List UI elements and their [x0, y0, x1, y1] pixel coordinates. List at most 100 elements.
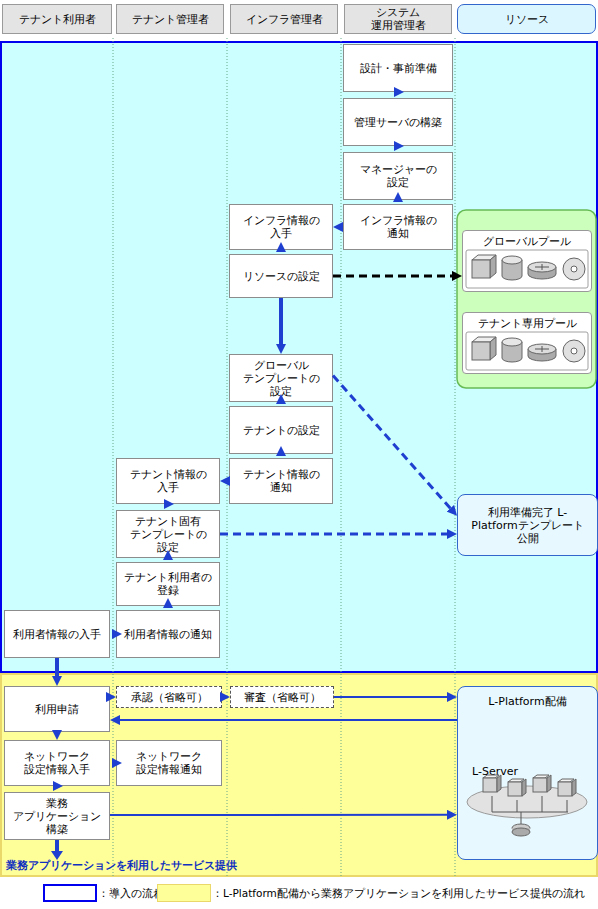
flow-arrow: [279, 298, 283, 348]
pool-container: [457, 210, 596, 388]
service-band: [1, 674, 597, 876]
server-symbol: [472, 342, 490, 360]
lane-divider: [227, 38, 228, 876]
wire: [521, 812, 522, 824]
flow-arrow: [110, 814, 451, 816]
node-text: システム 運用管理者: [368, 6, 428, 32]
node-text: 設計・事前準備: [360, 62, 437, 75]
node-text: テナント専用プール: [478, 317, 577, 330]
process-box: ネットワーク 設定情報通知: [116, 740, 222, 786]
disk-symbol: [502, 338, 522, 346]
lane-header: インフラ管理者: [230, 4, 338, 34]
node-text: リソース: [505, 13, 549, 26]
node-text: 業務 アプリケーション 構築: [11, 797, 103, 836]
flow-arrow: [333, 274, 456, 277]
disk-symbol: [502, 260, 522, 280]
wire: [542, 796, 543, 812]
server-symbol: [522, 779, 526, 796]
flow-arrow: [339, 226, 343, 228]
media-symbol: [563, 258, 585, 280]
server-symbol: [508, 782, 522, 796]
lane-header: システム 運用管理者: [344, 4, 452, 34]
lane-header: リソース: [457, 4, 596, 34]
server-symbol: [472, 260, 490, 278]
node-text: テナント管理者: [132, 13, 209, 26]
legend-swatch: [157, 884, 211, 902]
server-symbol: [558, 782, 572, 796]
process-box: グローバル テンプレートの 設定: [229, 354, 333, 402]
flow-arrow: [222, 696, 224, 698]
node-text: リソースの設定: [243, 270, 320, 283]
server-symbol: [547, 775, 551, 792]
node-text: インフラ管理者: [246, 13, 323, 26]
flow-arrow: [226, 480, 229, 482]
resource-box: 利用準備完了 L-Platformテンプレート 公開: [457, 494, 598, 556]
media-symbol: [571, 348, 577, 354]
process-box: リソースの設定: [229, 254, 333, 298]
process-box: テナント情報の 入手: [116, 458, 220, 504]
flow-arrow: [333, 376, 453, 512]
setup-band: [1, 42, 597, 672]
process-box: テナントの設定: [229, 406, 333, 454]
node-text: テナントの設定: [243, 424, 320, 437]
switch-symbol: [528, 344, 556, 354]
wire: [492, 796, 493, 812]
flow-arrow: [280, 400, 283, 402]
switch-symbol: [528, 349, 556, 361]
icon-panel: [466, 250, 588, 288]
switch-symbol: [512, 828, 530, 836]
server-symbol: [572, 779, 576, 796]
flow-arrow: [56, 732, 59, 734]
node-text: 承認（省略可）: [131, 691, 208, 704]
wire: [567, 800, 568, 812]
lane-divider: [341, 38, 342, 876]
process-box: インフラ情報の 入手: [229, 204, 333, 250]
disk-symbol: [502, 260, 522, 276]
process-box: 設計・事前準備: [343, 44, 453, 92]
node-text: 利用申請: [35, 703, 79, 716]
process-box: テナント情報の 通知: [229, 458, 333, 504]
resource-icons: [466, 332, 588, 370]
node-text: L-Platform配備: [488, 695, 566, 708]
server-symbol: [483, 778, 497, 792]
lane-divider: [455, 38, 456, 876]
node-text: ネットワーク 設定情報通知: [133, 750, 205, 776]
node-text: テナント情報の 入手: [127, 468, 209, 494]
arrow-head: [51, 851, 63, 860]
node-text: インフラ情報の 入手: [240, 214, 322, 240]
server-symbol: [533, 778, 547, 792]
icon-panel: [466, 332, 588, 370]
flow-arrow: [397, 198, 400, 200]
switch-symbol: [535, 264, 549, 270]
disk-symbol: [502, 256, 522, 264]
wires: [492, 796, 568, 824]
legend-swatch: [43, 884, 97, 902]
platform-disc: [467, 786, 587, 818]
legend-text: ：L-Platform配備から業務アプリケーションを利用したサービス提供の流れ: [212, 884, 585, 902]
server-group: [483, 775, 576, 796]
media-symbol: [563, 340, 585, 362]
node-text: グローバル テンプレートの 設定: [240, 359, 322, 398]
pool-icons: [466, 250, 588, 370]
flow-arrow: [167, 604, 170, 606]
flow-arrow: [55, 840, 59, 852]
node-text: 利用者情報の入手: [13, 628, 101, 641]
process-box: 業務 アプリケーション 構築: [4, 792, 110, 840]
switch-symbol: [535, 346, 549, 352]
band-caption: 業務アプリケーションを利用したサービス提供: [6, 858, 237, 873]
legend-text: ：導入の流れ: [98, 884, 164, 902]
process-box: 利用者情報の入手: [4, 610, 110, 658]
node-text: ネットワーク 設定情報入手: [21, 750, 93, 776]
server-symbol: [472, 255, 496, 260]
node-text: 利用者情報の通知: [124, 628, 212, 641]
node-text: テナント利用者の 登録: [122, 571, 214, 597]
resource-box: L-Platform配備L-Server: [457, 686, 598, 860]
switch-symbol: [528, 262, 556, 272]
switch-symbol: [512, 824, 530, 832]
media-symbol: [571, 266, 577, 272]
wire: [517, 800, 518, 812]
server-symbol: [490, 337, 496, 360]
server-symbol: [533, 775, 549, 778]
flow-arrow: [280, 452, 283, 454]
